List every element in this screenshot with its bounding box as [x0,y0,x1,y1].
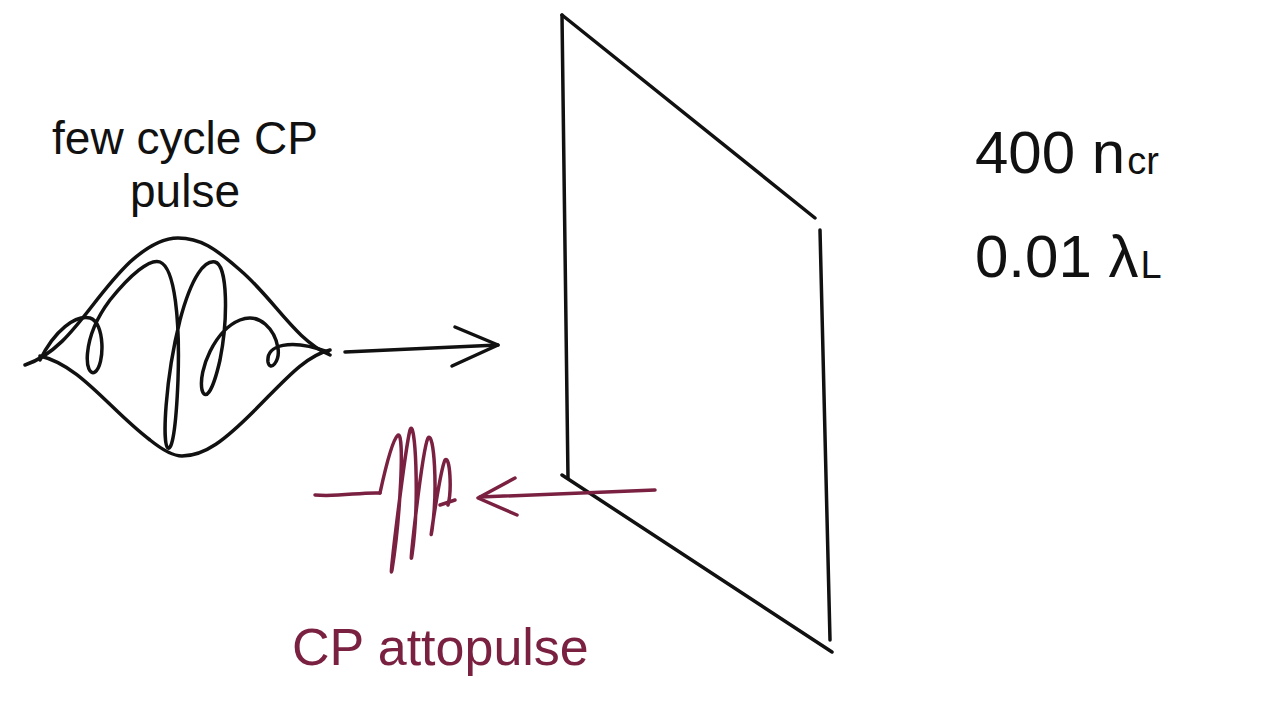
arrowhead [452,327,498,366]
target-foil [562,15,568,478]
pulse-label: few cycle CP pulse [20,112,350,218]
density-label: 400 n [975,118,1125,187]
pulse-envelope [40,350,330,456]
subscript: L [1140,244,1161,288]
attopulse-label: CP attopulse [292,618,589,678]
target-foil [820,230,830,640]
propagation-arrow [345,345,498,352]
arrowhead [478,478,517,515]
attopulse-wave [380,428,450,572]
subscript: cr [1127,140,1159,184]
target-foil [562,15,815,218]
attopulse-axis [315,493,380,496]
thickness-label: 0.01 λ [975,222,1138,291]
circular-polarization-helix [40,261,328,448]
reflected-arrow [480,490,655,497]
target-foil [562,475,832,652]
